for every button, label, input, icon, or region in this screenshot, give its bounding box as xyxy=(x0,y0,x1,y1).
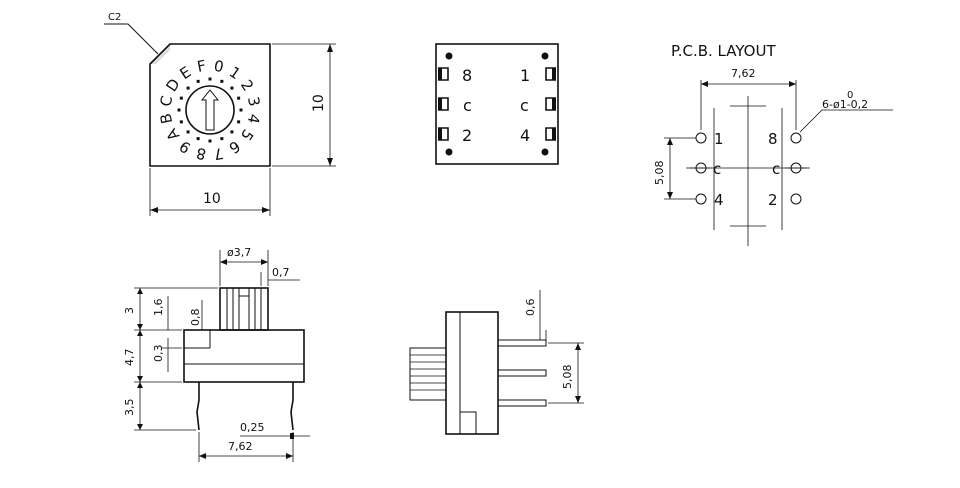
dial-char: D xyxy=(162,75,183,95)
pcb-label-8: 8 xyxy=(768,130,778,148)
dial-char: F xyxy=(196,57,208,76)
pcb-label-c-left: c xyxy=(713,160,721,178)
pcb-layout: P.C.B. LAYOUT 7,62 0 6-ø1-0,2 1 8 c c 4 … xyxy=(653,42,893,246)
corner-dot xyxy=(445,148,453,156)
corner-dot xyxy=(445,52,453,60)
dial-tick xyxy=(208,139,212,143)
pin-end xyxy=(497,369,547,377)
dial-tick xyxy=(179,120,183,124)
pcb-layout-title: P.C.B. LAYOUT xyxy=(671,42,776,60)
pcb-label-2: 2 xyxy=(768,191,778,209)
height-dimension: 10 xyxy=(311,94,327,112)
dim-3: 3 xyxy=(123,307,136,314)
dial-tick xyxy=(179,96,183,100)
dim-0-6: 0,6 xyxy=(524,299,537,317)
side-view: ø3,7 0,7 3 4,7 3,5 1,6 0,8 0,3 7,62 0,25 xyxy=(123,246,310,462)
chamfer-hatch xyxy=(150,44,170,64)
hole-spec: 6-ø1-0,2 xyxy=(822,98,868,111)
dial-tick xyxy=(196,137,200,141)
dial-tick xyxy=(230,130,234,134)
dial-char: E xyxy=(176,63,194,83)
dim-7-62: 7,62 xyxy=(228,440,253,453)
end-view: 0,6 5,08 xyxy=(409,290,584,435)
pin-end xyxy=(497,339,547,347)
pin-end xyxy=(497,399,547,407)
hole-leader xyxy=(799,109,893,133)
width-dimension: 10 xyxy=(203,191,221,207)
dial-char: 6 xyxy=(226,137,244,157)
dim-0-25: 0,25 xyxy=(240,421,265,434)
pin-leg-left xyxy=(196,382,200,431)
dial-tick xyxy=(177,108,181,112)
pcb-label-c-right: c xyxy=(772,160,780,178)
arrow-icon xyxy=(200,89,220,131)
dial-char: A xyxy=(162,125,183,144)
dial-char: 7 xyxy=(212,144,225,163)
dial-tick xyxy=(237,96,241,100)
dial-ticks xyxy=(177,77,243,143)
pin-label-4: 4 xyxy=(520,126,530,145)
dim-4-7: 4,7 xyxy=(123,349,136,367)
pin-label-c-left: c xyxy=(463,96,472,115)
pin-view: 8 c 2 1 c 4 xyxy=(435,43,559,165)
dial-tick xyxy=(208,77,212,81)
pcb-spacing-dimension: 7,62 xyxy=(731,67,756,80)
pcb-hole xyxy=(695,193,707,205)
dial-char: 0 xyxy=(212,57,225,77)
dial-char: 5 xyxy=(237,126,257,144)
dial-char: B xyxy=(157,112,177,126)
dial-char: 1 xyxy=(226,63,244,83)
pcb-label-1: 1 xyxy=(714,130,724,148)
dim-0-7: 0,7 xyxy=(272,266,290,279)
pin-label-c-right: c xyxy=(520,96,529,115)
hole-tolerance-upper: 0 xyxy=(847,90,853,101)
corner-dot xyxy=(541,148,549,156)
chamfer-label: C2 xyxy=(108,12,121,23)
dim-5-08: 5,08 xyxy=(561,365,574,390)
knob-diameter-dimension: ø3,7 xyxy=(227,246,251,259)
dial-tick xyxy=(220,137,224,141)
dial-tick xyxy=(186,130,190,134)
switch-body-outline xyxy=(149,43,271,167)
dial-tick xyxy=(186,86,190,90)
dial-char: 2 xyxy=(237,76,257,94)
pin-label-2: 2 xyxy=(462,126,472,145)
dial-tick xyxy=(220,79,224,83)
dial-tick xyxy=(230,86,234,90)
dial-tick xyxy=(237,120,241,124)
dial-char: 3 xyxy=(244,95,263,108)
dial-char: C xyxy=(157,94,177,108)
dial-char: 8 xyxy=(195,144,208,164)
pcb-hole xyxy=(790,132,802,144)
pin-leg-right xyxy=(290,382,294,431)
dim-0-3: 0,3 xyxy=(152,345,165,363)
dial-tick xyxy=(196,79,200,83)
switch-body-side xyxy=(183,329,305,383)
dial-char: 9 xyxy=(176,137,194,157)
pin-label-8: 8 xyxy=(462,66,472,85)
pin-view-body xyxy=(435,43,559,165)
dim-1-6: 1,6 xyxy=(152,299,165,317)
pcb-label-4: 4 xyxy=(714,191,724,209)
dial-tick xyxy=(239,108,243,112)
pcb-vertical-dimension: 5,08 xyxy=(653,161,666,186)
pin-label-1: 1 xyxy=(520,66,530,85)
dim-0-8: 0,8 xyxy=(189,309,202,327)
dial-char: 4 xyxy=(244,112,264,125)
dial-knob xyxy=(185,85,235,135)
pcb-hole xyxy=(790,193,802,205)
dim-3-5: 3,5 xyxy=(123,399,136,417)
pcb-hole xyxy=(695,132,707,144)
switch-body-end xyxy=(445,311,499,435)
knob-end xyxy=(409,347,447,401)
chamfer-leader xyxy=(104,23,159,55)
corner-dot xyxy=(541,52,549,60)
